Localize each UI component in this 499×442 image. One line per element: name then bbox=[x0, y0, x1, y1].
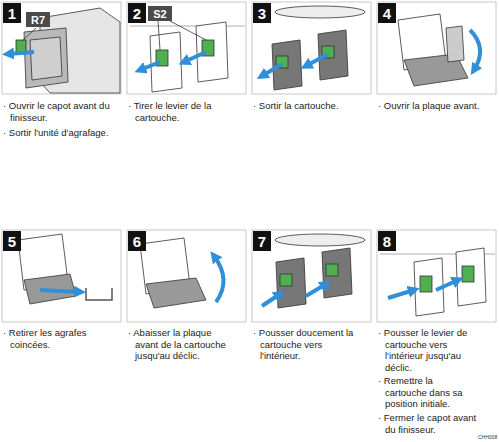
finisher-illustration bbox=[8, 8, 120, 93]
cartridge-illustration bbox=[262, 6, 365, 90]
step-caption: · Pousser doucement la cartouche vers l'… bbox=[253, 327, 361, 362]
step-caption: · Sortir la cartouche. bbox=[253, 100, 365, 112]
step-caption: · Tirer le levier de la cartouche. bbox=[128, 100, 240, 123]
node-text: 1 bbox=[8, 5, 16, 22]
step-caption: · Fermer le capot avant du finisseur. bbox=[378, 412, 488, 435]
cartridge-illustration bbox=[140, 238, 224, 308]
step-number: 7 bbox=[253, 231, 271, 251]
step-caption: · Pousser le levier de cartouche vers l'… bbox=[378, 327, 480, 373]
step-number: 1 bbox=[3, 3, 21, 23]
node-text: 6 bbox=[133, 233, 141, 250]
cartridge-illustration bbox=[380, 248, 495, 316]
step-caption: · Abaisser la plaque avant de la cartouc… bbox=[128, 327, 236, 362]
node-text: 5 bbox=[8, 233, 16, 250]
step-caption: · Sortir l'unité d'agrafage. bbox=[3, 127, 115, 139]
panel-frames bbox=[2, 2, 496, 322]
step-number: 4 bbox=[378, 3, 396, 23]
cartridge-illustration bbox=[18, 234, 112, 304]
node-text: S2 bbox=[153, 8, 166, 20]
step-caption: · Ouvrir le capot avant du finisseur. bbox=[3, 100, 115, 123]
node-text: 2 bbox=[133, 5, 141, 22]
node-text: 4 bbox=[383, 5, 391, 22]
node-text: 7 bbox=[258, 233, 266, 250]
step-number: 6 bbox=[128, 231, 146, 251]
node-text: R7 bbox=[31, 14, 45, 26]
step-number: 8 bbox=[378, 231, 396, 251]
node-text: 3 bbox=[258, 5, 266, 22]
part-code: S2 bbox=[148, 6, 172, 21]
step-caption: · Retirer les agrafes coincées. bbox=[3, 327, 115, 350]
node-text: 8 bbox=[383, 233, 391, 250]
cartridge-illustration bbox=[398, 14, 480, 86]
part-code: R7 bbox=[26, 12, 50, 27]
step-number: 5 bbox=[3, 231, 21, 251]
step-number: 2 bbox=[128, 3, 146, 23]
step-caption: · Ouvrir la plaque avant. bbox=[378, 100, 490, 112]
cartridge-illustration bbox=[262, 234, 365, 308]
cartridge-illustration bbox=[130, 21, 245, 92]
figure-code: CHH008 bbox=[478, 434, 498, 440]
step-number: 3 bbox=[253, 3, 271, 23]
step-caption: · Remettre la cartouche dans sa position… bbox=[378, 375, 474, 410]
